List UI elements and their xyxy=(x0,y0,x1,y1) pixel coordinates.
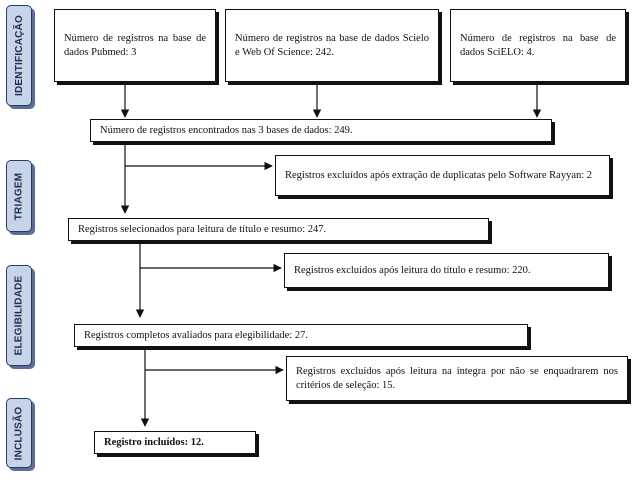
box-pubmed: Número de registros na base de dados Pub… xyxy=(54,9,216,82)
box-dup-excluded-text: Registros excluídos após extração de dup… xyxy=(285,169,593,181)
stage-label-triagem: TRIAGEM xyxy=(6,160,32,232)
box-included: Registro incluídos: 12. xyxy=(94,431,256,454)
box-scielo-wos-text: Número de registros na base de dados Sci… xyxy=(235,33,429,58)
box-selected: Registros selecionados para leitura de t… xyxy=(68,218,489,241)
box-pubmed-text: Número de registros na base de dados Pub… xyxy=(64,33,206,58)
box-eligible: Registros completos avaliados para elegi… xyxy=(74,324,528,347)
box-found: Número de registros encontrados nas 3 ba… xyxy=(90,119,552,142)
box-eligible-text: Registros completos avaliados para elegi… xyxy=(84,329,308,341)
stage-label-elegibilidade: ELEGIBILIDADE xyxy=(6,265,32,366)
stage-label-identificacao: IDENTIFICAÇÃO xyxy=(6,5,32,106)
box-scielo-text: Número de registros na base de dados Sci… xyxy=(460,33,616,58)
box-fulltext-excluded-text: Registros excluídos após leitura na ínte… xyxy=(296,366,618,391)
box-title-excluded: Registros excluídos após leitura do títu… xyxy=(284,253,609,288)
box-dup-excluded: Registros excluídos após extração de dup… xyxy=(275,155,610,196)
box-fulltext-excluded: Registros excluídos após leitura na ínte… xyxy=(286,356,628,401)
box-scielo-wos: Número de registros na base de dados Sci… xyxy=(225,9,439,82)
box-found-text: Número de registros encontrados nas 3 ba… xyxy=(100,124,353,136)
box-selected-text: Registros selecionados para leitura de t… xyxy=(78,223,327,235)
stage-label-inclusao: INCLUSÃO xyxy=(6,398,32,468)
box-included-text: Registro incluídos: 12. xyxy=(104,436,204,448)
box-scielo: Número de registros na base de dados Sci… xyxy=(450,9,626,82)
box-title-excluded-text: Registros excluídos após leitura do títu… xyxy=(294,264,531,276)
